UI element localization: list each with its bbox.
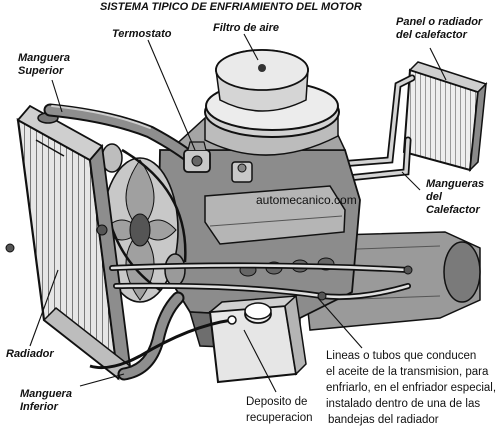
label-lineas-transmision: Lineas o tubos que conducen el aceite de…: [326, 350, 497, 426]
lower-hose: [117, 291, 185, 381]
transmission-cooler-lines: [109, 262, 413, 301]
upper-hose: [43, 103, 203, 169]
label-termostato: Termostato: [112, 28, 172, 40]
label-deposito-recuperacion: Deposito de recuperacion: [246, 396, 313, 424]
label-manguera-inferior: Manguera Inferior: [20, 388, 72, 413]
leader-lines: [29, 33, 447, 393]
watermark-text: automecanico.com: [256, 193, 357, 207]
thermostat-housing: [183, 141, 253, 183]
label-manguera-superior: Manguera Superior: [18, 52, 70, 77]
recovery-reservoir: [89, 294, 307, 384]
radiator: [5, 104, 132, 381]
air-filter: [204, 49, 340, 156]
label-panel-radiador-calefactor: Panel o radiador del calefactor: [396, 16, 483, 41]
diagram-title: SISTEMA TIPICO DE ENFRIAMIENTO DEL MOTOR: [100, 1, 362, 13]
label-filtro-de-aire: Filtro de aire: [213, 22, 280, 34]
label-mangueras-calefactor: Mangueras del Calefactor: [426, 178, 485, 216]
heater-core: [402, 61, 488, 173]
label-radiador: Radiador: [6, 348, 54, 360]
